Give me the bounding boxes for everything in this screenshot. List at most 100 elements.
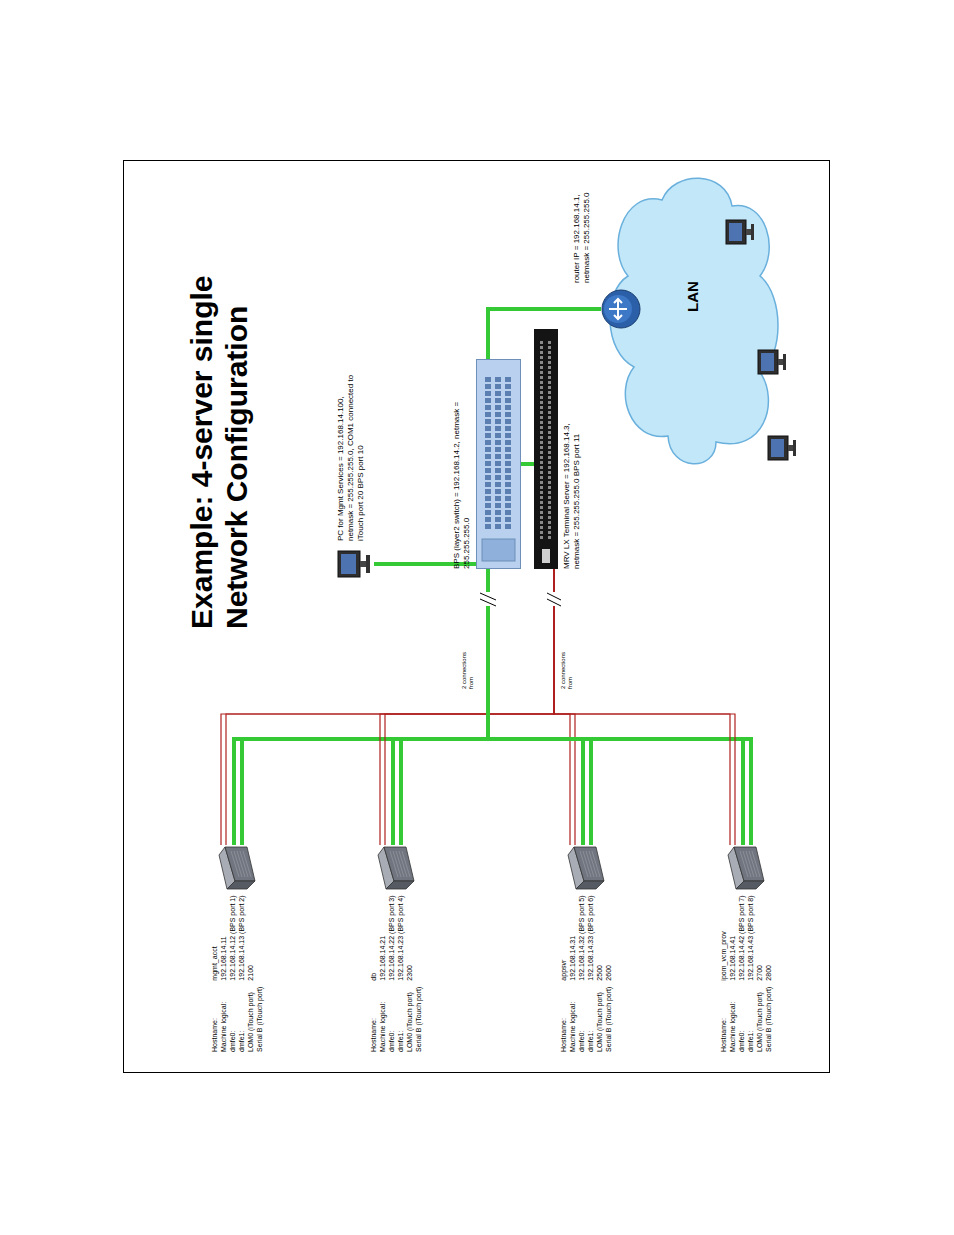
network-cable	[554, 569, 570, 845]
serial-port	[540, 476, 543, 479]
serial-port	[548, 476, 551, 479]
serial-port	[548, 356, 551, 359]
server-icon	[726, 845, 766, 891]
network-cable	[385, 569, 554, 845]
serial-port	[548, 361, 551, 364]
serial-port	[540, 531, 543, 534]
serial-port	[540, 346, 543, 349]
switch-port	[505, 391, 511, 396]
break-slash	[547, 593, 561, 600]
server-info-table: Hostname:ipom_vcm_provMachine logical:19…	[719, 895, 773, 1052]
serial-port	[540, 431, 543, 434]
serial-port	[548, 446, 551, 449]
field-value: 2700	[755, 895, 764, 980]
lan-monitor	[726, 220, 746, 244]
serial-port	[548, 471, 551, 474]
serial-port	[540, 461, 543, 464]
field-label: dmfe0:	[387, 987, 396, 1052]
switch-port	[495, 496, 501, 501]
serial-port	[548, 436, 551, 439]
serial-port	[548, 396, 551, 399]
server-vent	[592, 851, 600, 877]
field-value: 2500	[595, 895, 604, 980]
serial-port	[540, 491, 543, 494]
server-icon	[376, 845, 416, 891]
terminal-case	[534, 329, 558, 569]
lan-stand	[778, 359, 783, 365]
serial-port	[540, 426, 543, 429]
server-front	[574, 847, 604, 881]
network-cable	[242, 569, 488, 845]
server-vent	[402, 851, 410, 877]
serial-port	[548, 456, 551, 459]
serial-port	[540, 436, 543, 439]
switch-port	[485, 391, 491, 396]
field-value: 192.168.14.31	[568, 895, 577, 980]
terminal-badge	[542, 549, 550, 563]
serial-port	[540, 421, 543, 424]
serial-port	[548, 451, 551, 454]
switch-label: BPS (layer2 switch) = 192.168.14.2, netm…	[452, 369, 472, 569]
serial-port	[548, 386, 551, 389]
serial-port	[540, 406, 543, 409]
serial-port	[540, 451, 543, 454]
connection-note: 2 connections from	[560, 639, 574, 689]
serial-port	[540, 401, 543, 404]
switch-port	[485, 433, 491, 438]
field-value: mgmt_acct	[210, 895, 219, 980]
serial-port	[540, 466, 543, 469]
field-value: 2800	[764, 895, 773, 980]
field-value: ipom_vcm_prov	[719, 895, 728, 980]
serial-port	[548, 536, 551, 539]
network-cable	[554, 569, 730, 845]
lan-stand	[788, 445, 793, 451]
switch-port	[485, 510, 491, 515]
serial-port	[548, 516, 551, 519]
serial-port	[548, 421, 551, 424]
field-value: 192.168.14.13 (BPS port 2)	[237, 895, 246, 980]
terminal-server-body	[534, 329, 558, 569]
switch-port	[495, 440, 501, 445]
field-label: Hostname:	[559, 987, 568, 1052]
switch-port	[495, 447, 501, 452]
router-node: router IP = 192.168.14.1, netmask = 255.…	[601, 289, 641, 329]
serial-port	[548, 506, 551, 509]
field-value: 192.168.14.41	[728, 895, 737, 980]
field-value: 2100	[246, 895, 255, 980]
serial-port	[548, 401, 551, 404]
field-value: appsvr	[559, 895, 568, 980]
serial-port	[548, 381, 551, 384]
serial-port	[540, 446, 543, 449]
switch-port	[495, 468, 501, 473]
switch-port	[495, 517, 501, 522]
server-side	[227, 881, 255, 889]
lan-base	[751, 224, 754, 240]
field-label: Machine logical:	[378, 987, 387, 1052]
pc-node: PC for Mgmt Services = 192.168.14.100, n…	[336, 366, 374, 579]
router-body	[602, 290, 640, 328]
switch-port	[495, 391, 501, 396]
serial-port	[548, 521, 551, 524]
connection-note: 2 connections from	[461, 639, 475, 689]
serial-port	[548, 346, 551, 349]
switch-port	[485, 398, 491, 403]
serial-port	[548, 376, 551, 379]
switch-port	[495, 384, 501, 389]
field-label: LOM0 (iTouch port)	[595, 987, 604, 1052]
switch-panel	[482, 539, 515, 561]
field-label: Serial B (iTouch port)	[764, 987, 773, 1052]
server-front	[734, 847, 764, 881]
field-value: 192.168.14.33 (BPS port 6)	[586, 895, 595, 980]
switch-port	[505, 489, 511, 494]
screen	[341, 554, 356, 574]
serial-port	[548, 341, 551, 344]
switch-port	[495, 510, 501, 515]
serial-port	[548, 411, 551, 414]
serial-port	[540, 441, 543, 444]
serial-port	[540, 526, 543, 529]
server-info-table: Hostname:dbMachine logical:192.168.14.21…	[369, 895, 423, 1052]
field-value: 192.168.14.12 (BPS port 1)	[228, 895, 237, 980]
break-slash	[547, 599, 561, 606]
switch-port	[495, 433, 501, 438]
switch-port	[485, 482, 491, 487]
